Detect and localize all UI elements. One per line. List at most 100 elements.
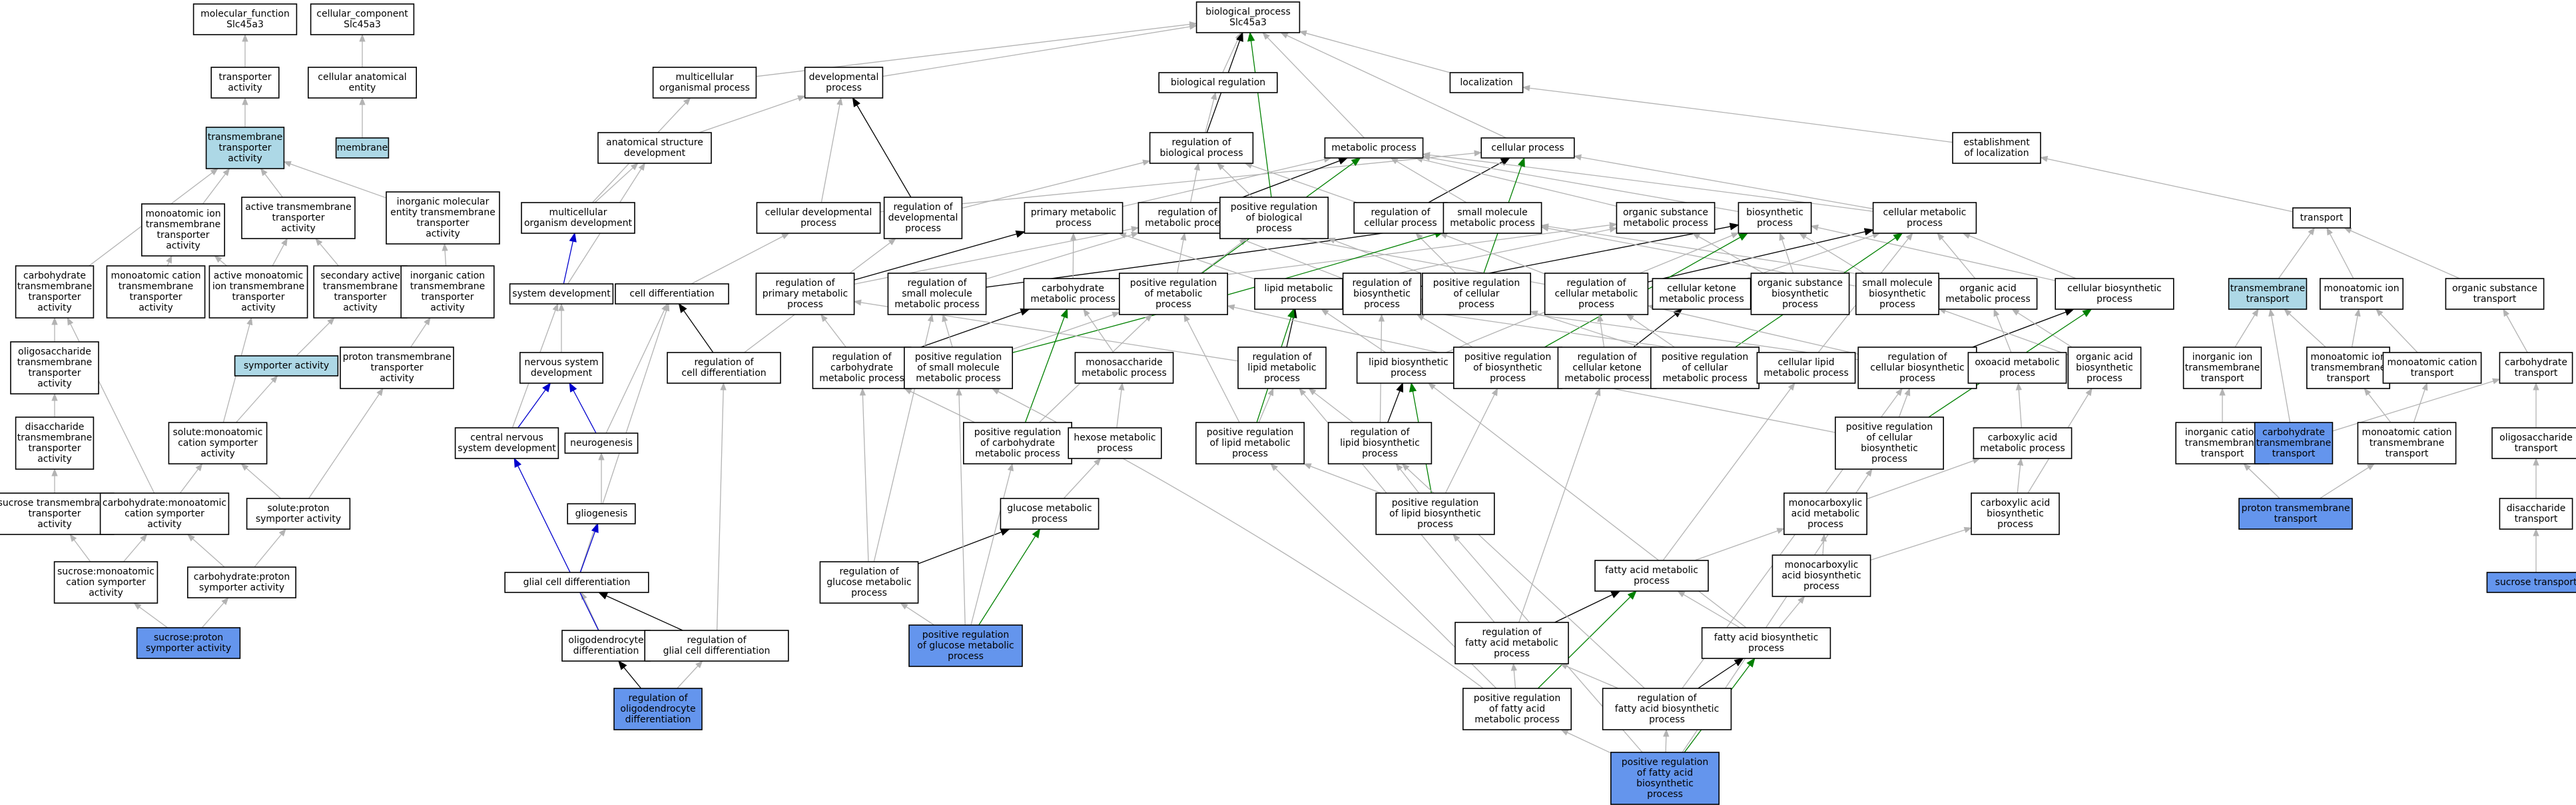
term-label-line: regulation of [907, 278, 967, 289]
term-label-line: membrane [337, 143, 388, 153]
term-box [2238, 498, 2353, 530]
term-box [567, 503, 636, 524]
term-box [307, 67, 417, 99]
term-label-line: transmembrane [2230, 283, 2306, 294]
edge-is-a [882, 23, 1197, 77]
term-label-line: process [1907, 218, 1943, 229]
term-label: glial cell differentiation [523, 577, 631, 588]
edge-is-a [1063, 458, 1102, 499]
term-box [597, 132, 712, 164]
term-label-line: activity [89, 588, 123, 598]
term-label-line: process [1362, 448, 1398, 459]
term-box [1119, 273, 1229, 315]
edge-is-a [179, 463, 203, 494]
edge-is-a [254, 528, 286, 568]
term-label-line: transporter [218, 72, 271, 83]
term-label-line: monoatomic ion [2324, 283, 2399, 294]
term-box [615, 283, 729, 305]
term-label-line: metabolic process [1145, 218, 1230, 229]
term-box [1195, 1, 1301, 33]
term-box [99, 492, 230, 535]
term-box [234, 355, 339, 377]
term-label-line: metabolic process [1623, 218, 1708, 229]
term-label-line: cellular ketone [1667, 283, 1736, 294]
edge-is-a [201, 597, 229, 628]
term-box [15, 416, 95, 470]
term-label-line: biological_process [1205, 7, 1291, 17]
edge-is-a [1779, 232, 1794, 274]
term-label-line: transport [2246, 294, 2290, 305]
term-label-line: cation symporter [178, 438, 258, 448]
term-label-line: glucose metabolic [1007, 503, 1092, 514]
term-label-line: organism development [524, 218, 633, 229]
term-label-line: establishment [1963, 137, 2030, 148]
go-term-neurogenesis: neurogenesis [564, 432, 639, 454]
edge-regulates [1286, 308, 1297, 348]
term-label-line: cellular anatomical [318, 72, 406, 83]
term-box [1771, 554, 1871, 597]
term-label-line: positive regulation [1392, 498, 1478, 508]
edge-regulates [1387, 382, 1404, 423]
edge-is-a [1116, 382, 1125, 428]
term-label-line: process [948, 651, 984, 662]
term-label-line: inorganic ion [2192, 352, 2253, 363]
edge-is-a [1518, 387, 1601, 623]
term-label-line: cellular biosynthetic [1870, 363, 1964, 373]
term-label-line: process [1649, 714, 1685, 725]
term-box [2499, 352, 2573, 384]
term-label-line: activity [139, 303, 173, 313]
term-label-line: activity [37, 303, 72, 313]
edge-is-a [2351, 308, 2361, 348]
term-label-line: fatty acid metabolic [1465, 638, 1558, 648]
term-label-line: metabolic process [1764, 368, 1849, 379]
term-label-line: inorganic cation [2185, 427, 2260, 438]
term-box [2486, 572, 2576, 593]
term-label-line: regulation of [1566, 278, 1626, 289]
go-term-sucrose-transport: sucrose transport [2486, 572, 2576, 593]
term-box [1701, 627, 1831, 659]
term-box [2182, 347, 2262, 389]
term-label-line: positive regulation [1622, 757, 1708, 768]
term-label-line: process [1097, 443, 1133, 454]
term-box [1237, 347, 1327, 389]
term-box [241, 197, 356, 239]
term-label: system development [512, 289, 611, 299]
edge-regulates [1428, 157, 1510, 203]
term-label-line: process [1494, 648, 1530, 659]
term-label-line: carbohydrate [23, 271, 86, 281]
term-box [1000, 498, 1100, 530]
term-box [1327, 422, 1433, 464]
edge-is-a [1327, 237, 1423, 275]
